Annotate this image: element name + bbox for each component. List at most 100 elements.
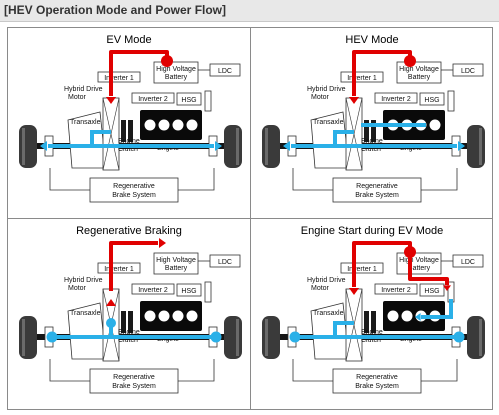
flow-arrowhead	[215, 141, 222, 151]
regen-brake-label-1: Regenerative	[356, 374, 398, 381]
engine-label: Engine	[157, 336, 179, 343]
hsg-box	[419, 283, 445, 297]
grid-divider-horizontal	[8, 218, 492, 219]
flow-arrowhead	[443, 285, 451, 291]
ldc-label: LDC	[461, 259, 475, 266]
regen-brake-label-1: Regenerative	[356, 183, 398, 190]
left-wheel-tread	[22, 128, 25, 165]
hsg-crank-flow-line	[421, 299, 453, 319]
right-wheel	[467, 316, 485, 359]
hv-battery-label-1: High Voltage	[399, 257, 439, 264]
panel-title: Engine Start during EV Mode	[301, 225, 443, 237]
page-title: [HEV Operation Mode and Power Flow]	[4, 3, 227, 17]
engine-clutch-label-2: Clutch	[118, 337, 138, 344]
ldc-label: LDC	[218, 68, 232, 75]
brake-line-left	[49, 168, 90, 191]
engine-cylinder-3	[172, 119, 184, 131]
engine-clutch-label-1: Engine	[361, 138, 383, 145]
electric-flow-line-hsg	[408, 252, 449, 285]
hsg-label: HSG	[424, 288, 439, 295]
inverter-2-box	[131, 92, 175, 104]
brake-line-right	[178, 168, 215, 191]
inverter-1-label: Inverter 1	[347, 266, 377, 273]
brake-line-left	[292, 359, 333, 382]
flow-arrowhead	[106, 97, 116, 104]
engine-clutch-label-1: Engine	[361, 329, 383, 336]
panel-title: Regenerative Braking	[76, 225, 182, 237]
hsg-pulley	[204, 90, 212, 112]
flow-arrowhead	[106, 299, 116, 306]
engine-cylinder-1	[144, 119, 156, 131]
regen-brake-label-2: Brake System	[112, 192, 156, 199]
right-wheel-flow-dot	[453, 331, 465, 343]
inverter-2-label: Inverter 2	[381, 96, 411, 103]
engine-cylinder-1	[387, 310, 399, 322]
mechanical-flow-line	[333, 321, 354, 337]
brake-line-right	[421, 359, 458, 382]
engine-cylinder-2	[158, 310, 170, 322]
left-wheel-flow-dot	[289, 331, 301, 343]
engine-label: Engine	[400, 336, 422, 343]
brake-line-right	[421, 168, 458, 191]
right-wheel-tread	[236, 128, 239, 165]
brake-line-left	[49, 359, 90, 382]
hv-battery-box	[396, 61, 442, 84]
hv-battery-box	[153, 61, 199, 84]
brake-line-left	[292, 168, 333, 191]
power-flow-overlay	[46, 238, 222, 343]
engine-cylinder-4	[186, 119, 198, 131]
inverter-1-box	[340, 71, 384, 83]
inverter-2-label: Inverter 2	[138, 287, 168, 294]
right-wheel	[224, 125, 242, 168]
left-wheel	[262, 316, 280, 359]
brake-line-right	[178, 359, 215, 382]
hsg-pulley	[447, 90, 455, 112]
flow-arrowhead	[458, 141, 465, 151]
right-wheel	[224, 316, 242, 359]
engine-clutch-plate-2	[371, 311, 376, 333]
inverter-1-label: Inverter 1	[347, 75, 377, 82]
engine-clutch-label-2: Clutch	[361, 146, 381, 153]
transaxle-label: Transaxle	[313, 310, 344, 317]
inverter-2-label: Inverter 2	[138, 96, 168, 103]
inverter-1-label: Inverter 1	[104, 266, 134, 273]
inverter-1-box	[340, 262, 384, 274]
engine-clutch-plate-1	[121, 311, 126, 333]
electric-flow-line	[109, 241, 158, 291]
right-wheel-tread	[479, 319, 482, 356]
hybrid-motor-label-2: Motor	[311, 94, 330, 101]
power-flow-overlay	[289, 241, 465, 343]
engine-cylinder-4	[429, 119, 441, 131]
engine-block	[140, 301, 202, 331]
panel-diagram: Engine Start during EV ModeRegenerativeB…	[262, 225, 485, 394]
regen-brake-label-1: Regenerative	[113, 374, 155, 381]
hybrid-motor-label-1: Hybrid Drive	[307, 277, 346, 284]
hsg-label: HSG	[181, 97, 196, 104]
inverter-1-label: Inverter 1	[104, 75, 134, 82]
engine-clutch-plate-2	[128, 311, 133, 333]
inverter-2-box	[374, 283, 418, 295]
regen-brake-label-2: Brake System	[355, 383, 399, 390]
left-wheel-tread	[265, 128, 268, 165]
hv-battery-label-1: High Voltage	[156, 66, 196, 73]
right-wheel	[467, 125, 485, 168]
flow-arrowhead	[415, 313, 421, 321]
panel-title: EV Mode	[106, 34, 151, 46]
hv-battery-label-2: Battery	[408, 74, 431, 81]
transaxle-label: Transaxle	[313, 119, 344, 126]
inverter-2-box	[374, 92, 418, 104]
flow-arrowhead	[349, 97, 359, 104]
engine-clutch-label-2: Clutch	[118, 146, 138, 153]
engine-clutch-plate-1	[364, 120, 369, 142]
regen-brake-label-2: Brake System	[355, 192, 399, 199]
engine-clutch-label-2: Clutch	[361, 337, 381, 344]
regen-brake-label-2: Brake System	[112, 383, 156, 390]
left-wheel	[262, 125, 280, 168]
power-flow-overlay	[40, 50, 222, 151]
hsg-label: HSG	[424, 97, 439, 104]
hybrid-motor-label-1: Hybrid Drive	[307, 86, 346, 93]
